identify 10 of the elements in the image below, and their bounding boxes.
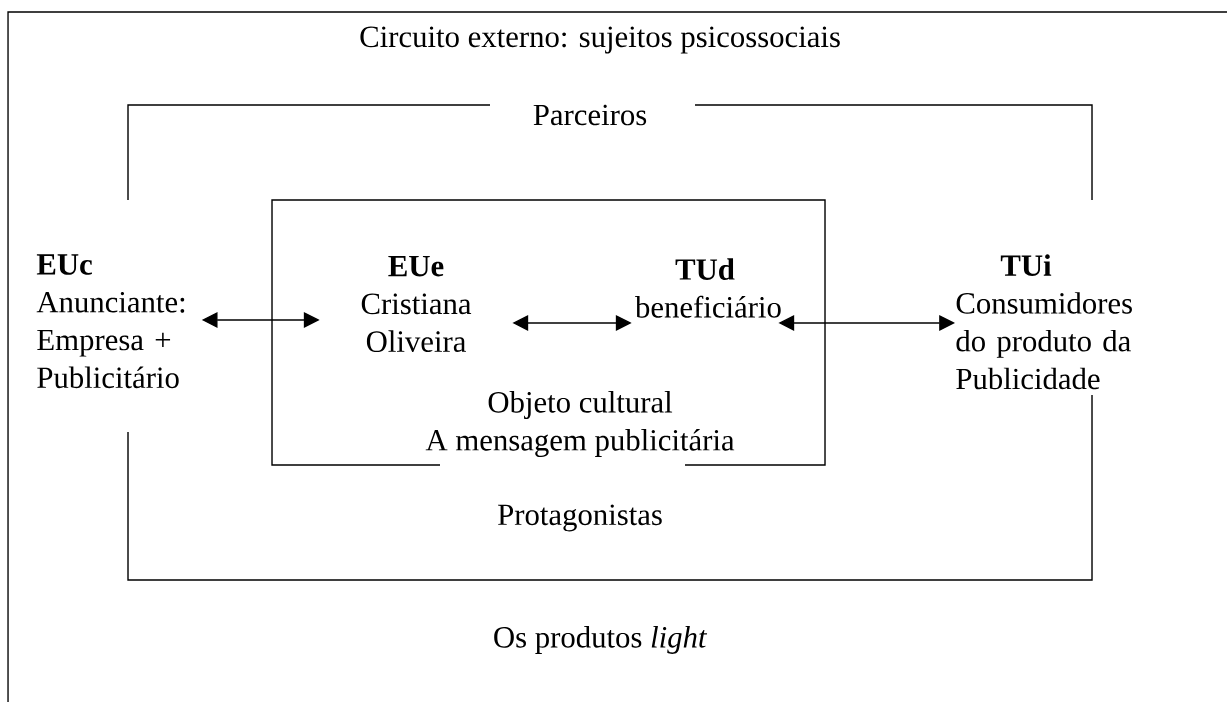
circuit-title: Circuito externo: sujeitos psicossociais [360, 26, 840, 54]
actor-label: EUc Anunciante: Empresa + Publicitário [36, 254, 185, 389]
actor-label: TUi Consumidores do produto da Publicidade [956, 254, 1132, 390]
object-label: Objeto cultural [488, 391, 673, 419]
actor-label: EUe Cristiana Oliveira [361, 256, 472, 352]
frame-label: Parceiros [533, 104, 647, 126]
object-label: A mensagem publicitária [425, 429, 735, 457]
frame-label: Protagonistas [498, 504, 662, 532]
actor-label: TUd beneficiário [635, 258, 781, 318]
bottom-note: Os produtos light [494, 626, 708, 654]
